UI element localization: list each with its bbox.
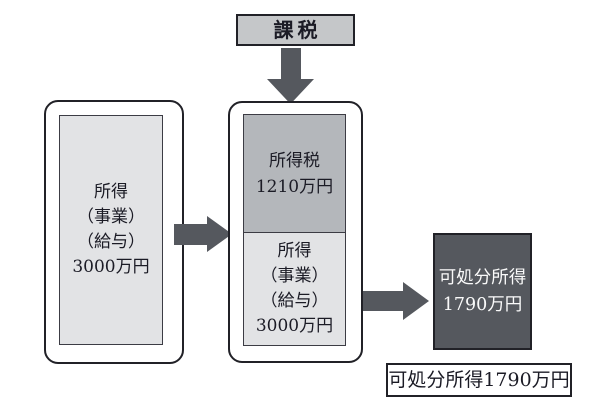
disposable-income-line-2: 1790万円 xyxy=(442,294,523,315)
income-tax-section: 所得税 1210万円 xyxy=(244,115,345,233)
pretax-income-line-3: （給与） xyxy=(77,232,145,252)
income-tax-line-2: 1210万円 xyxy=(255,176,334,197)
arrow-middle-to-right-icon xyxy=(363,282,429,320)
disposable-income-caption-box: 可処分所得1790万円 xyxy=(386,363,572,397)
pretax-income-line-4: 3000万円 xyxy=(72,257,150,277)
pretax-income-line-2: （事業） xyxy=(77,207,145,227)
arrow-left-to-middle-icon xyxy=(174,216,232,252)
disposable-income-line-1: 可処分所得 xyxy=(438,267,527,288)
pretax-income-line-1: 所得 xyxy=(94,182,128,202)
taxed-income-line-3: （給与） xyxy=(260,291,329,311)
disposable-income-caption-label: 可処分所得1790万円 xyxy=(388,368,570,391)
taxed-income-section: 所得 （事業） （給与） 3000万円 xyxy=(244,233,345,345)
taxation-header-label: 課税 xyxy=(273,18,322,42)
taxed-income-line-2: （事業） xyxy=(260,266,329,286)
pretax-income-panel: 所得 （事業） （給与） 3000万円 xyxy=(59,115,163,345)
disposable-income-box: 可処分所得 1790万円 xyxy=(433,233,532,350)
taxed-income-line-1: 所得 xyxy=(277,241,312,261)
pretax-income-box: 所得 （事業） （給与） 3000万円 xyxy=(44,100,184,364)
arrow-down-icon xyxy=(267,48,314,104)
taxed-income-panel: 所得税 1210万円 所得 （事業） （給与） 3000万円 xyxy=(243,114,346,346)
taxation-header-box: 課税 xyxy=(236,14,355,46)
taxed-income-line-4: 3000万円 xyxy=(255,316,334,336)
taxed-income-box: 所得税 1210万円 所得 （事業） （給与） 3000万円 xyxy=(228,101,363,363)
income-tax-line-1: 所得税 xyxy=(269,150,320,171)
